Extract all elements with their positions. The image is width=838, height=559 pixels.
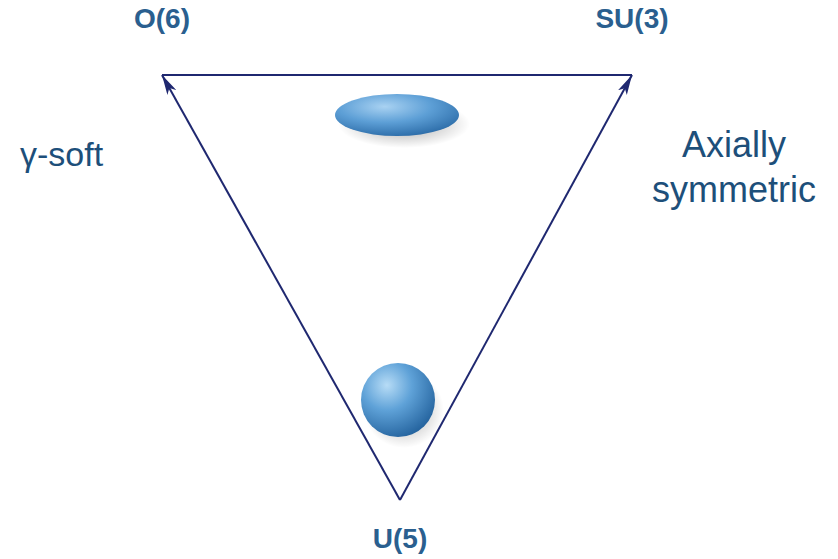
transition-arrow bbox=[400, 75, 632, 500]
spherical-nucleus bbox=[361, 363, 435, 437]
symmetry-label: SU(3) bbox=[595, 4, 668, 35]
vertex-label: SU(3) bbox=[591, 4, 672, 75]
triangle-side bbox=[162, 74, 632, 76]
transition-arrow bbox=[162, 75, 400, 500]
symmetry-label: U(5) bbox=[373, 524, 427, 555]
vertex-label: O(6) bbox=[130, 4, 194, 75]
vertex-label: U(5) bbox=[369, 500, 431, 555]
shape-label: γ-soft bbox=[20, 133, 103, 176]
symmetry-label: O(6) bbox=[134, 4, 190, 35]
deformed-nucleus bbox=[335, 94, 459, 136]
shape-label: Axially symmetric bbox=[634, 122, 834, 212]
